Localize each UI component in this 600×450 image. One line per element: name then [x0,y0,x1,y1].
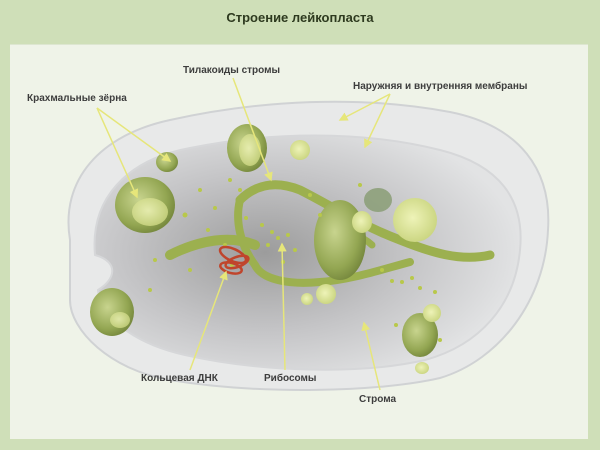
circular-dna [218,245,250,275]
label-circular-dna: Кольцевая ДНК [141,373,218,384]
label-thylakoids: Тилакоиды стромы [183,65,281,76]
label-stroma: Строма [359,394,397,405]
starch-grains [90,124,441,374]
label-ribosomes: Рибосомы [264,373,317,384]
diagram-title: Строение лейкопласта [226,10,374,25]
label-membranes: Наружняя и внутренняя мембраны [353,81,528,92]
label-starch-grains: Крахмальные зёрна [27,93,127,104]
ribosomes [148,178,442,342]
pointer-arrows [96,77,391,391]
